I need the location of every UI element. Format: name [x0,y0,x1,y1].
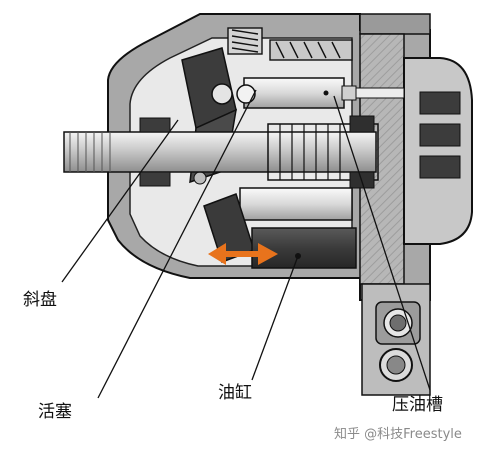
watermark: 知乎 @科技Freestyle [334,427,462,442]
leader-pressure-groove [333,95,431,391]
spring-top [227,27,353,61]
label-pressure-groove: 压油槽 [392,395,443,415]
reciprocating-motion-arrow [208,243,278,265]
label-cylinder: 油缸 [218,383,252,403]
drive-shaft [63,115,379,189]
label-piston: 活塞 [38,402,72,422]
leader-cylinder [251,255,299,381]
leader-lines [61,89,431,399]
lower-cylinder-block [203,90,357,269]
upper-piston [236,77,405,109]
leader-piston [97,89,257,399]
label-swash-plate: 斜盘 [23,290,57,310]
leader-swash-plate [61,119,179,283]
